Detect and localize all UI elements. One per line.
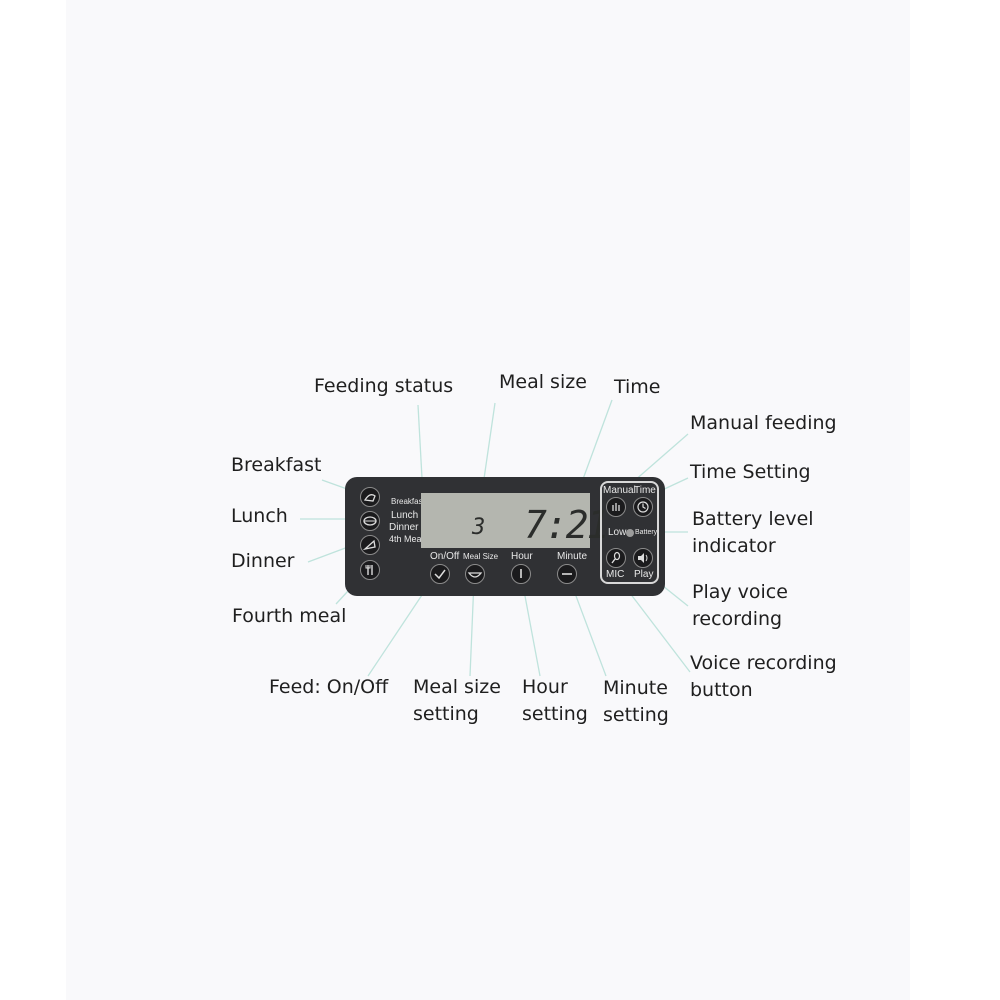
speaker-icon	[638, 553, 648, 563]
leader-hour-setting	[521, 579, 541, 677]
checkmark-icon	[434, 569, 446, 580]
manual-feeding-button[interactable]	[606, 497, 626, 517]
callout-play-line2: recording	[692, 608, 783, 630]
leader-minute-setting	[569, 579, 607, 677]
callout-voice-line1: Voice recording	[690, 652, 837, 674]
callout-feed-on-off: Feed: On/Off	[269, 676, 389, 698]
lcd-meal-size-value: 3	[472, 515, 486, 540]
callout-time: Time	[614, 376, 661, 398]
right-control-group	[600, 481, 659, 584]
breakfast-button[interactable]	[360, 487, 380, 507]
callout-hour-setting: Hour setting	[522, 674, 588, 728]
callout-play-line1: Play voice	[692, 581, 788, 603]
callout-battery-line1: Battery level	[692, 508, 814, 530]
fourth-meal-button[interactable]	[360, 560, 380, 580]
minute-hand-icon	[562, 573, 572, 575]
callout-battery-level: Battery level indicator	[692, 506, 814, 560]
lunch-button[interactable]	[360, 511, 380, 531]
battery-led-indicator	[626, 529, 634, 537]
breakfast-icon	[363, 494, 376, 502]
callout-battery-line2: indicator	[692, 535, 776, 557]
callout-meal-size-setting: Meal size setting	[413, 674, 501, 728]
meal-size-button[interactable]	[465, 564, 485, 584]
time-setting-button[interactable]	[633, 497, 653, 517]
callout-hour-setting-line2: setting	[522, 703, 588, 725]
device-label-hour: Hour	[511, 551, 533, 562]
device-label-manual: Manual	[603, 485, 636, 496]
callout-manual-feeding: Manual feeding	[690, 412, 837, 434]
play-voice-button[interactable]	[633, 548, 653, 568]
device-label-mic: MIC	[606, 569, 625, 580]
callout-meal-size: Meal size	[499, 371, 587, 393]
callout-time-setting: Time Setting	[690, 461, 811, 483]
feed-on-off-button[interactable]	[430, 564, 450, 584]
callout-meal-size-setting-line2: setting	[413, 703, 479, 725]
callout-fourth-meal: Fourth meal	[232, 605, 347, 627]
device-label-meal-size: Meal Size	[463, 552, 499, 561]
callout-breakfast: Breakfast	[231, 454, 322, 476]
leader-meal-size-setting	[469, 579, 475, 677]
lcd-time-value: 7:21	[524, 503, 610, 547]
callout-feeding-status: Feeding status	[314, 375, 454, 397]
lunch-icon	[363, 516, 377, 526]
callout-minute-setting: Minute setting	[603, 675, 669, 729]
hand-icon	[612, 503, 620, 511]
callout-minute-setting-line1: Minute	[603, 677, 668, 699]
leader-feed-onoff	[367, 579, 433, 677]
callout-minute-setting-line2: setting	[603, 704, 669, 726]
callout-lunch: Lunch	[231, 505, 288, 527]
callout-meal-size-setting-line1: Meal size	[413, 676, 501, 698]
hour-button[interactable]	[511, 564, 531, 584]
dinner-icon	[362, 539, 376, 551]
bowl-icon	[467, 572, 483, 578]
device-label-time: Time	[634, 485, 656, 496]
callout-hour-setting-line1: Hour	[522, 676, 568, 698]
callout-voice-line2: button	[690, 679, 753, 701]
dinner-button[interactable]	[360, 535, 380, 555]
clock-icon	[637, 501, 649, 513]
device-label-low: Low	[608, 527, 627, 538]
microphone-icon	[611, 551, 621, 564]
lcd-display	[421, 493, 590, 548]
callout-dinner: Dinner	[231, 550, 295, 572]
device-label-play: Play	[634, 569, 654, 580]
callout-play-voice: Play voice recording	[692, 579, 788, 633]
device-label-on-off: On/Off	[430, 551, 460, 562]
device-label-minute: Minute	[557, 551, 588, 562]
voice-recording-button[interactable]	[606, 548, 626, 568]
device-label-battery: Battery	[635, 529, 658, 536]
fork-knife-icon	[365, 565, 373, 575]
hour-hand-icon	[520, 569, 522, 578]
minute-button[interactable]	[557, 564, 577, 584]
callout-voice-recording: Voice recording button	[690, 650, 837, 704]
